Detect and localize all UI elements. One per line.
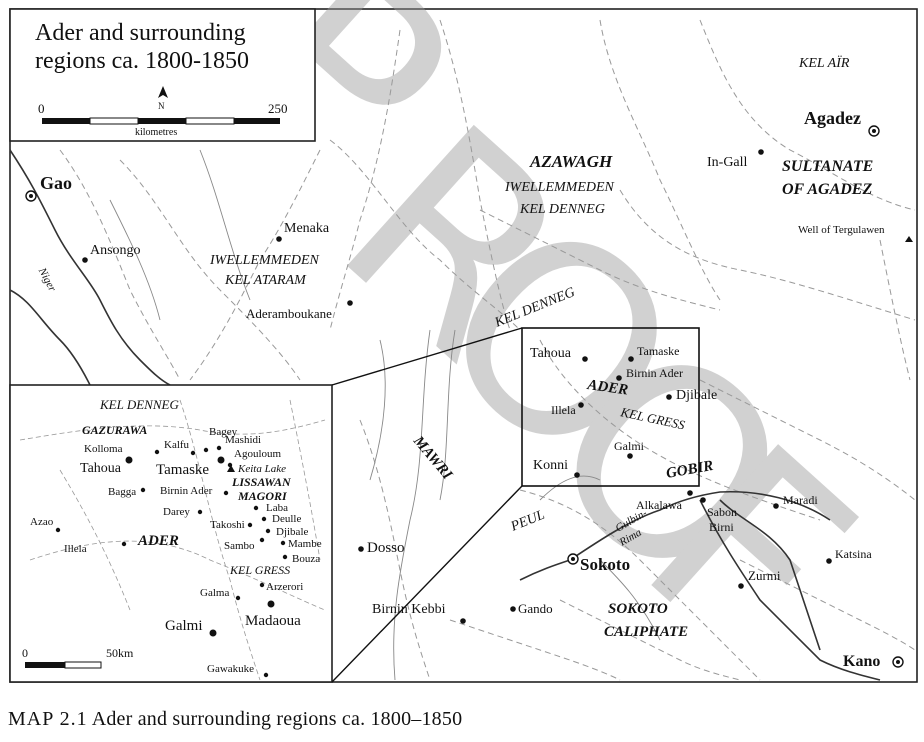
label-gando: Gando bbox=[518, 601, 553, 616]
inset-arzerori: Arzerori bbox=[266, 581, 303, 593]
inset-ader: ADER bbox=[137, 533, 179, 549]
inset-madaoua: Madaoua bbox=[245, 613, 301, 629]
inset-darey: Darey bbox=[163, 506, 190, 518]
label-ader: ADER bbox=[585, 377, 629, 399]
caption-text: Ader and surrounding regions ca. 1800–18… bbox=[91, 708, 463, 730]
label-illela: Illela bbox=[551, 403, 576, 417]
label-agadez: Agadez bbox=[804, 108, 861, 128]
inset-scale-end: 50km bbox=[106, 646, 134, 660]
label-maradi: Maradi bbox=[783, 493, 818, 507]
inset-djibale: Djibale bbox=[276, 526, 308, 538]
label-ansongo: Ansongo bbox=[90, 243, 141, 258]
inset-laba: Laba bbox=[266, 502, 288, 514]
scale-unit: kilometres bbox=[135, 127, 177, 138]
label-djibale: Djibale bbox=[676, 388, 717, 403]
label-gao: Gao bbox=[40, 173, 72, 193]
label-azawagh: AZAWAGH bbox=[529, 152, 613, 171]
label-sabon-2: Birni bbox=[709, 520, 734, 534]
inset-agouloum: Agouloum bbox=[234, 448, 282, 460]
inset-gazurawa: GAZURAWA bbox=[82, 423, 147, 437]
label-sultanate-1: SULTANATE bbox=[782, 158, 873, 175]
map-caption: MAP 2.1 Ader and surrounding regions ca.… bbox=[8, 708, 462, 731]
label-tahoua: Tahoua bbox=[530, 346, 572, 361]
place-markers bbox=[25, 125, 913, 668]
label-sokoto-caliphate-2: CALIPHATE bbox=[604, 624, 688, 640]
label-well: Well of Tergulawen bbox=[798, 224, 885, 236]
label-zurmi: Zurmi bbox=[748, 568, 781, 583]
label-iwellemmeden-kd-1: IWELLEMMEDEN bbox=[504, 180, 615, 195]
inset-zoom-lines bbox=[331, 327, 523, 683]
inset-illela: Illela bbox=[64, 543, 87, 555]
label-iwellemmeden-ka-1: IWELLEMMEDEN bbox=[209, 253, 320, 268]
inset-tahoua: Tahoua bbox=[80, 461, 122, 476]
map-title-line1: Ader and surrounding bbox=[35, 20, 246, 46]
label-galmi: Galmi bbox=[614, 439, 645, 453]
label-birnin-kebbi: Birnin Kebbi bbox=[372, 602, 446, 617]
inset-magori: MAGORI bbox=[237, 489, 288, 503]
scale-start: 0 bbox=[38, 101, 45, 116]
label-konni: Konni bbox=[533, 458, 568, 473]
scale-end: 250 bbox=[268, 101, 288, 116]
inset-lissawan: LISSAWAN bbox=[231, 475, 292, 489]
inset-gawakuke: Gawakuke bbox=[207, 663, 254, 675]
label-kano: Kano bbox=[843, 653, 880, 670]
inset-map bbox=[9, 384, 333, 683]
river-lines bbox=[9, 149, 881, 681]
main-scale-bar bbox=[42, 117, 280, 125]
inset-kel-gress: KEL GRESS bbox=[229, 563, 290, 577]
label-dosso: Dosso bbox=[367, 540, 405, 556]
label-birnin-ader: Birnin Ader bbox=[626, 366, 683, 380]
label-aderamboukane: Aderamboukane bbox=[246, 306, 332, 321]
inset-takoshi: Takoshi bbox=[210, 519, 245, 531]
inset-azao: Azao bbox=[30, 516, 54, 528]
map-title-line2: regions ca. 1800-1850 bbox=[35, 48, 249, 74]
inset-boundaries bbox=[19, 399, 326, 681]
inset-kel-denneg: KEL DENNEG bbox=[99, 397, 179, 412]
wadi-lines bbox=[109, 149, 661, 681]
inset-galma: Galma bbox=[200, 587, 229, 599]
label-alkalawa: Alkalawa bbox=[636, 498, 683, 512]
label-tamaske: Tamaske bbox=[637, 344, 679, 358]
inset-birnin-ader: Birnin Ader bbox=[160, 485, 213, 497]
label-iwellemmeden-ka-2: KEL ATARAM bbox=[224, 273, 307, 288]
inset-scale-start: 0 bbox=[22, 646, 28, 660]
inset-mambe: Mambe bbox=[288, 538, 322, 550]
caption-prefix: MAP 2.1 bbox=[8, 708, 88, 730]
label-sultanate-2: OF AGADEZ bbox=[782, 181, 872, 198]
label-sokoto-caliphate-1: SOKOTO bbox=[608, 601, 668, 617]
inset-galmi: Galmi bbox=[165, 618, 203, 634]
inset-tamaske: Tamaske bbox=[156, 462, 209, 478]
inset-kolloma: Kolloma bbox=[84, 443, 123, 455]
label-in-gall: In-Gall bbox=[707, 155, 748, 170]
inset-bagey: Bagey bbox=[209, 426, 238, 438]
north-arrow-icon: N bbox=[158, 86, 168, 111]
ader-region-box bbox=[521, 327, 700, 487]
label-sokoto: Sokoto bbox=[580, 555, 630, 574]
inset-scale-bar bbox=[25, 661, 102, 669]
label-kel-air: KEL AÏR bbox=[798, 54, 850, 71]
svg-text:N: N bbox=[158, 101, 165, 111]
inset-keita-lake: Keita Lake bbox=[237, 463, 286, 475]
inset-deulle: Deulle bbox=[272, 513, 301, 525]
inset-bagga: Bagga bbox=[108, 486, 136, 498]
inset-kalfu: Kalfu bbox=[164, 439, 190, 451]
label-iwellemmeden-kd-2: KEL DENNEG bbox=[519, 202, 605, 217]
inset-markers bbox=[55, 445, 288, 678]
label-sabon-1: Sabon bbox=[707, 505, 737, 519]
label-menaka: Menaka bbox=[284, 221, 330, 236]
inset-sambo: Sambo bbox=[224, 540, 255, 552]
inset-bouza: Bouza bbox=[292, 553, 320, 565]
label-katsina: Katsina bbox=[835, 547, 872, 561]
inset-mashidi: Mashidi bbox=[225, 434, 261, 446]
map: P R O O F bbox=[9, 0, 918, 700]
